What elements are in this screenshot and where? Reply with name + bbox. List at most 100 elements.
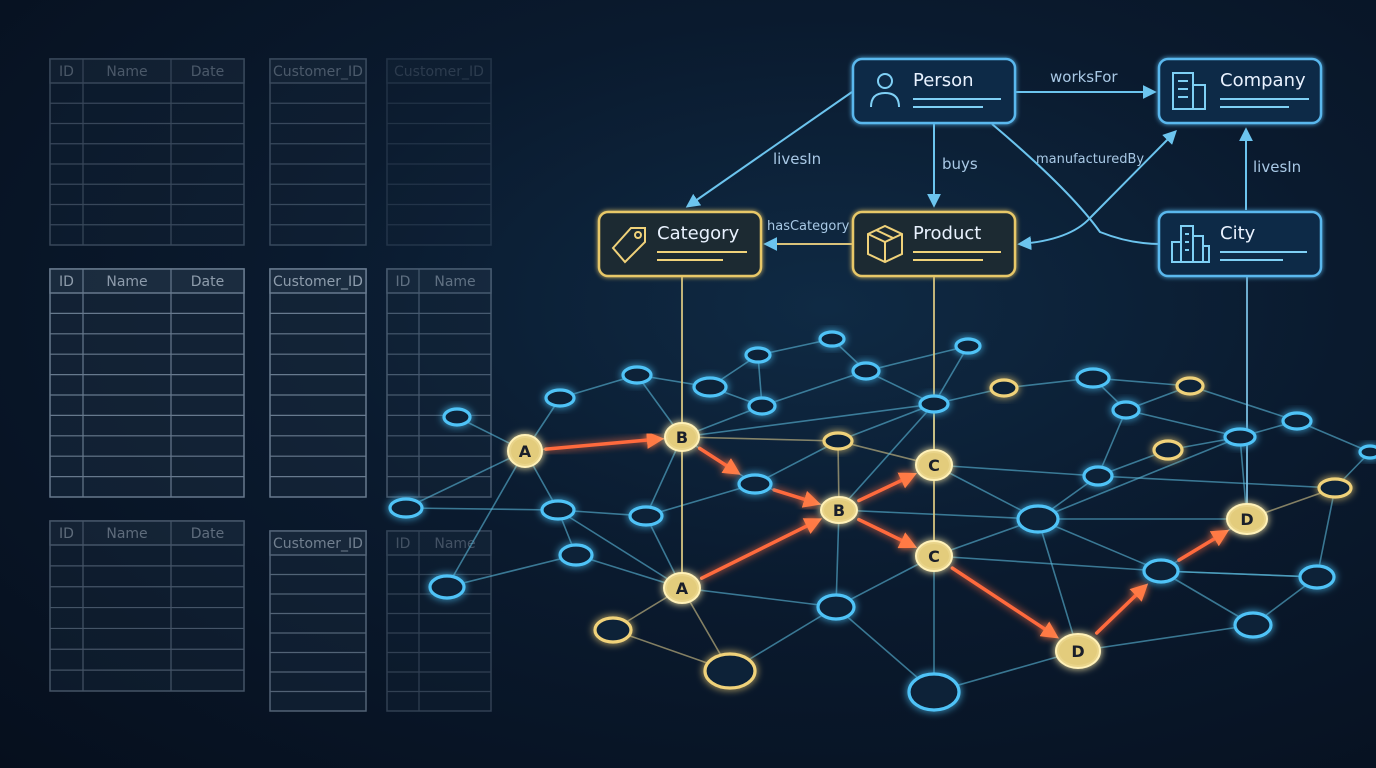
graph-node-d1[interactable]: D (1055, 633, 1101, 669)
graph-edge (1160, 570, 1254, 626)
graph-node[interactable] (442, 407, 472, 427)
graph-node[interactable] (954, 337, 982, 355)
graph-edge (835, 555, 935, 608)
graph-node[interactable] (703, 652, 757, 690)
graph-node[interactable] (744, 346, 772, 364)
graph-node[interactable] (747, 396, 777, 416)
graph-node[interactable] (1233, 611, 1273, 639)
graph-node[interactable] (692, 376, 728, 398)
path-edge (697, 446, 741, 475)
graph-node[interactable] (428, 574, 466, 600)
table: Customer_ID (386, 58, 492, 246)
entity-person-label: Person (913, 70, 974, 91)
entity-product[interactable]: Product (851, 210, 1017, 278)
city-icon (1171, 225, 1210, 263)
graph-node[interactable] (1298, 564, 1336, 590)
path-edge (857, 517, 918, 549)
graph-node[interactable] (818, 330, 846, 348)
graph-node-label: A (676, 579, 689, 598)
schema-entities: Person Company Category (597, 57, 1323, 278)
graph-node-label: B (833, 501, 845, 520)
package-icon (867, 224, 903, 264)
entity-product-label: Product (913, 223, 981, 244)
graph-edge (835, 509, 840, 608)
graph-node-b2[interactable]: B (820, 496, 858, 524)
graph-node-a1[interactable]: A (507, 434, 543, 468)
graph-node[interactable] (1317, 477, 1353, 499)
path-edge (1094, 583, 1149, 635)
graph-node[interactable] (558, 543, 594, 567)
graph-edge (838, 403, 935, 511)
table-header: Customer_ID (273, 536, 363, 552)
entity-person[interactable]: Person (851, 57, 1017, 125)
entity-city[interactable]: City (1157, 210, 1323, 278)
path-edge (772, 488, 822, 508)
graph-node-a2[interactable]: A (663, 572, 701, 604)
graph-node[interactable] (1075, 367, 1111, 389)
graph-node[interactable] (851, 361, 881, 381)
graph-node-label: B (676, 428, 688, 447)
graph-edge (446, 450, 526, 588)
tag-icon (611, 227, 646, 264)
graph-node[interactable] (1175, 376, 1205, 396)
manufactured-by-edge (1017, 130, 1177, 251)
manufactured-by-label: manufacturedBy (1036, 152, 1144, 167)
table-header: Customer_ID (273, 274, 363, 290)
person-icon (870, 73, 900, 108)
graph-node-b1[interactable]: B (664, 422, 700, 452)
graph-node[interactable] (1223, 427, 1257, 447)
entity-category[interactable]: Category (597, 210, 763, 278)
graph-edge (761, 370, 867, 407)
graph-node[interactable] (1152, 439, 1184, 461)
table-header: ID (396, 536, 411, 552)
graph-node[interactable] (1142, 558, 1180, 584)
graph-edge (1125, 409, 1241, 438)
entity-company[interactable]: Company (1157, 57, 1323, 125)
graph-node[interactable] (907, 672, 961, 712)
graph-node[interactable] (1016, 504, 1060, 534)
graph-edge (1097, 409, 1127, 477)
graph-node[interactable] (989, 378, 1019, 398)
graph-node[interactable] (540, 499, 576, 521)
graph-node[interactable] (816, 593, 856, 621)
graph-edge (405, 450, 526, 509)
graph-edge (1037, 518, 1079, 652)
graph-edge (1189, 385, 1298, 422)
graph-node[interactable] (1358, 444, 1376, 460)
entity-category-label: Category (657, 223, 740, 244)
graph-node[interactable] (544, 388, 576, 408)
graph-node[interactable] (918, 394, 950, 414)
table: Customer_ID (269, 58, 367, 246)
graph-node[interactable] (593, 616, 633, 644)
graph-node[interactable] (388, 497, 424, 519)
table: Customer_ID (269, 530, 367, 712)
graph-node[interactable] (737, 473, 773, 495)
graph-node[interactable] (621, 365, 653, 385)
works-for-label: worksFor (1050, 68, 1118, 86)
graph-node[interactable] (628, 505, 664, 527)
graph-edge (1037, 518, 1162, 572)
entity-company-label: Company (1220, 70, 1306, 91)
graph-node-label: A (519, 442, 532, 461)
lives-in-city-label: livesIn (1253, 158, 1301, 176)
path-edge (1177, 529, 1230, 562)
graph-node[interactable] (1082, 465, 1114, 487)
graph-node-c2[interactable]: C (915, 540, 953, 572)
graph-node-c1[interactable]: C (915, 449, 953, 481)
graph-edge (681, 436, 839, 442)
buys-label: buys (942, 155, 978, 173)
graph-node[interactable] (822, 431, 854, 451)
graph-edge (933, 464, 1099, 477)
graph-node[interactable] (1111, 400, 1141, 420)
graph-node[interactable] (1281, 411, 1313, 431)
graph-edge (405, 507, 559, 511)
graph-node-d2[interactable]: D (1226, 503, 1268, 535)
entity-city-label: City (1220, 223, 1256, 244)
graph-edge (681, 587, 837, 608)
table-header: ID (59, 526, 74, 542)
